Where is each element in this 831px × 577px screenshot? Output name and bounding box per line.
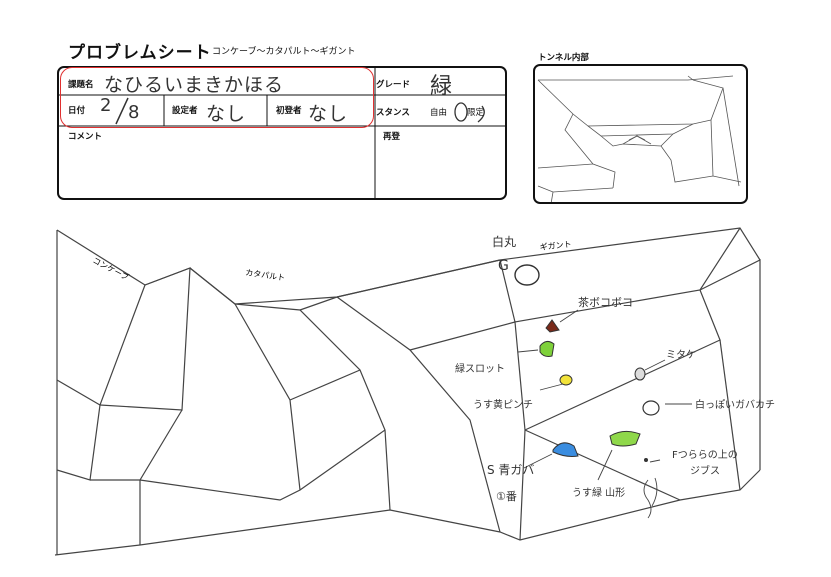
label-catapult: カタパルト bbox=[245, 268, 286, 282]
hold-mitake[interactable] bbox=[634, 367, 646, 381]
problem-name-value[interactable]: なひるいまきかほる bbox=[104, 74, 285, 96]
repeat-label: 再登 bbox=[383, 132, 401, 142]
annot-light-green-mountain: うす緑 山形 bbox=[572, 486, 625, 499]
hold-green-sloper[interactable] bbox=[539, 340, 555, 357]
problem-name-label: 課題名 bbox=[68, 80, 94, 90]
tunnel-lines bbox=[537, 75, 741, 202]
date-month[interactable]: 2 bbox=[100, 95, 113, 116]
annot-start-number: ①番 bbox=[496, 490, 517, 503]
stance-circle-mark bbox=[454, 102, 485, 123]
annot-whitish-pocket: 白っぽいガバカチ bbox=[695, 398, 775, 411]
stance-free[interactable]: 自由 bbox=[430, 108, 448, 118]
wall-outline bbox=[54, 227, 761, 556]
annot-jibs: ジブス bbox=[690, 464, 720, 477]
annot-green-sloper: 緑スロット bbox=[455, 362, 505, 375]
stance-label: スタンス bbox=[376, 108, 410, 118]
hold-f-dot[interactable] bbox=[644, 458, 648, 462]
highlight-outline bbox=[60, 67, 374, 128]
grade-label: グレード bbox=[376, 80, 411, 90]
setter-label: 設定者 bbox=[172, 106, 198, 116]
sheet-subtitle: コンケーブ〜カタパルト〜ギガント bbox=[212, 47, 356, 57]
stance-limited[interactable]: 限定 bbox=[467, 108, 485, 118]
tunnel-diagram bbox=[533, 64, 748, 204]
annot-f-above: Fつららの上の bbox=[672, 449, 738, 461]
date-slash bbox=[115, 97, 129, 125]
hold-light-green-mountain[interactable] bbox=[609, 430, 641, 447]
date-label: 日付 bbox=[68, 106, 86, 116]
tunnel-title: トンネル内部 bbox=[538, 53, 589, 63]
annot-mitake: ミタケ bbox=[666, 349, 696, 361]
first-ascent-value[interactable]: なし bbox=[308, 103, 349, 125]
hold-whitish-pocket[interactable] bbox=[642, 400, 660, 416]
annot-start-blue: S 青ガバ bbox=[487, 463, 534, 477]
annot-goal: 白丸 bbox=[492, 234, 516, 249]
annot-goal-g: G bbox=[498, 258, 509, 274]
comment-label: コメント bbox=[68, 132, 103, 142]
first-ascent-label: 初登者 bbox=[276, 106, 302, 116]
hold-goal-white[interactable] bbox=[514, 264, 540, 286]
sheet-title: プロブレムシート bbox=[68, 43, 212, 63]
setter-value[interactable]: なし bbox=[206, 103, 247, 125]
annotation-lines bbox=[517, 309, 692, 519]
label-gigant: ギガント bbox=[539, 239, 572, 252]
hold-light-yellow[interactable] bbox=[559, 374, 573, 386]
hold-blue-start[interactable] bbox=[552, 442, 579, 457]
form-grid-lines bbox=[56, 65, 507, 200]
annot-light-yellow: うす黄ピンチ bbox=[473, 398, 533, 411]
annot-brown: 茶ボコボコ bbox=[578, 296, 633, 309]
grade-value[interactable]: 緑 bbox=[430, 74, 454, 99]
hold-brown[interactable] bbox=[545, 319, 560, 333]
label-concave: コンケーブ bbox=[91, 255, 131, 282]
date-day[interactable]: 8 bbox=[128, 102, 141, 123]
